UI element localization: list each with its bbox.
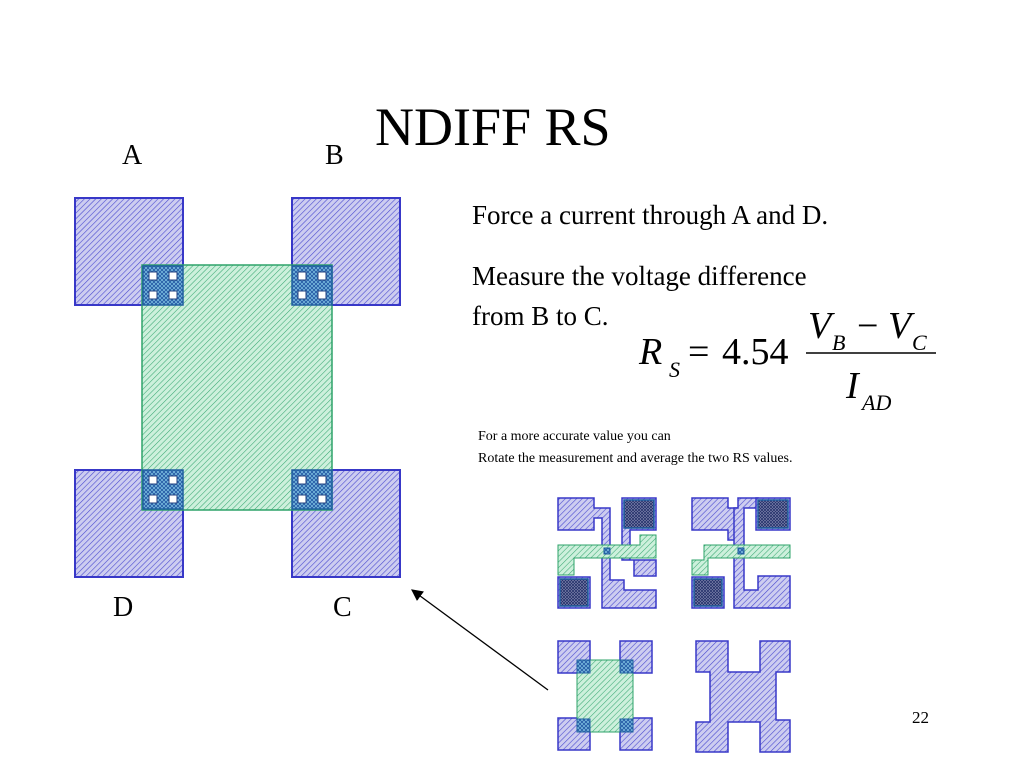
- formula-v-c: V: [888, 305, 915, 347]
- thumbnail-cross-bridge-1: [557, 497, 657, 609]
- instruction-line-2: Measure the voltage difference: [472, 261, 807, 291]
- page-number: 22: [912, 708, 929, 727]
- formula-v-b: V: [808, 305, 835, 347]
- formula-v-c-subscript: C: [912, 330, 927, 355]
- corner-label-c: C: [333, 592, 352, 623]
- instruction-line-1: Force a current through A and D.: [472, 200, 829, 230]
- formula-r-subscript: S: [669, 357, 680, 382]
- formula-i-subscript: AD: [860, 390, 891, 415]
- corner-label-d: D: [113, 592, 134, 623]
- corner-label-a: A: [122, 140, 143, 171]
- contact-d: [142, 469, 184, 510]
- formula-equals: =: [688, 331, 709, 373]
- formula-r: R: [638, 331, 662, 373]
- note-line-2: Rotate the measurement and average the t…: [478, 451, 793, 466]
- thumbnail-van-der-pauw: [557, 640, 653, 751]
- thumbnail-greek-cross: [695, 640, 791, 753]
- note-line-1: For a more accurate value you can: [478, 429, 671, 444]
- diffusion-square: [141, 264, 333, 511]
- contact-c: [291, 469, 333, 510]
- corner-label-b: B: [325, 140, 344, 171]
- thumbnail-cross-bridge-2: [691, 497, 791, 609]
- formula-v-b-subscript: B: [832, 330, 845, 355]
- instruction-line-3: from B to C.: [472, 301, 609, 331]
- formula-minus: −: [857, 305, 878, 347]
- page-title: NDIFF RS: [375, 97, 611, 157]
- formula-i: I: [845, 365, 861, 407]
- pointer-arrow: [411, 589, 549, 691]
- contact-a: [142, 265, 184, 306]
- contact-b: [291, 265, 333, 306]
- formula-coefficient: 4.54: [722, 331, 789, 373]
- main-layout: [74, 197, 401, 578]
